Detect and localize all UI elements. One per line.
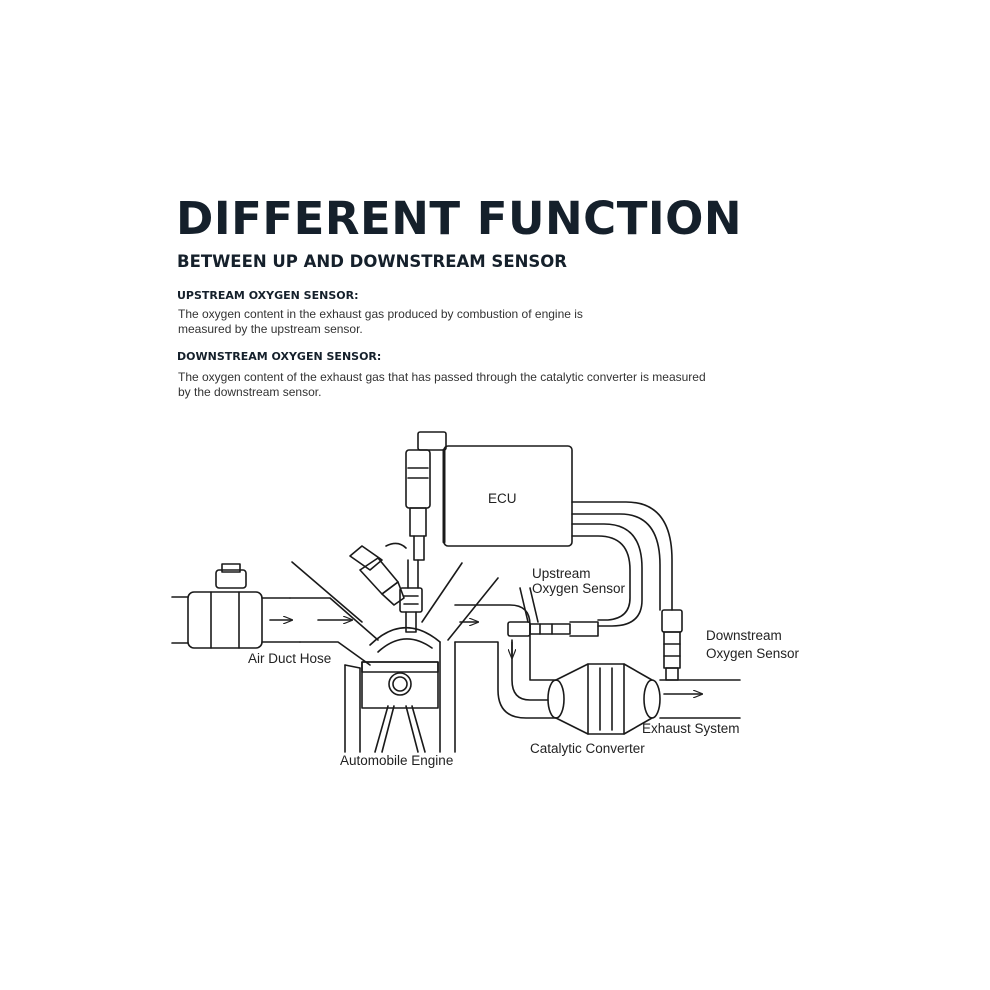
ignition-coil bbox=[399, 431, 447, 633]
ecu-box bbox=[442, 445, 573, 547]
intake-manifold bbox=[269, 561, 379, 666]
downstream-description-line: by the downstream sensor. bbox=[178, 385, 322, 399]
page-subtitle: BETWEEN UP AND DOWNSTREAM SENSOR bbox=[177, 252, 568, 271]
downstream-heading: DOWNSTREAM OXYGEN SENSOR: bbox=[177, 350, 382, 363]
automobile-engine-label: Automobile Engine bbox=[340, 753, 453, 768]
air-duct-hose-label: Air Duct Hose bbox=[248, 651, 331, 666]
exhaust-system-label: Exhaust System bbox=[642, 721, 740, 736]
downstream-description-line: The oxygen content of the exhaust gas th… bbox=[178, 370, 706, 384]
air-duct-hose bbox=[171, 563, 301, 649]
upstream-description-line: measured by the upstream sensor. bbox=[178, 322, 363, 336]
downstream-description: The oxygen content of the exhaust gas th… bbox=[178, 370, 706, 400]
downstream-sensor-label-line1: Downstream bbox=[706, 628, 782, 643]
page-title: DIFFERENT FUNCTION bbox=[176, 192, 743, 245]
catalytic-converter bbox=[547, 663, 661, 735]
upstream-oxygen-sensor bbox=[507, 587, 599, 637]
downstream-oxygen-sensor bbox=[661, 609, 683, 681]
downstream-sensor-label-line2: Oxygen Sensor bbox=[706, 646, 800, 661]
upstream-heading: UPSTREAM OXYGEN SENSOR: bbox=[177, 289, 359, 302]
upstream-sensor-label-line2: Oxygen Sensor bbox=[532, 581, 626, 596]
upstream-sensor-label-line1: Upstream bbox=[532, 566, 591, 581]
ecu-label: ECU bbox=[488, 491, 517, 506]
catalytic-converter-label: Catalytic Converter bbox=[530, 741, 645, 756]
exhaust-pipe-upstream bbox=[454, 604, 557, 719]
upstream-description: The oxygen content in the exhaust gas pr… bbox=[178, 307, 583, 337]
ecu-wiring bbox=[571, 501, 673, 627]
fuel-injector bbox=[349, 542, 407, 606]
exhaust-system bbox=[659, 679, 741, 719]
automobile-engine bbox=[344, 562, 499, 753]
upstream-description-line: The oxygen content in the exhaust gas pr… bbox=[178, 307, 583, 321]
